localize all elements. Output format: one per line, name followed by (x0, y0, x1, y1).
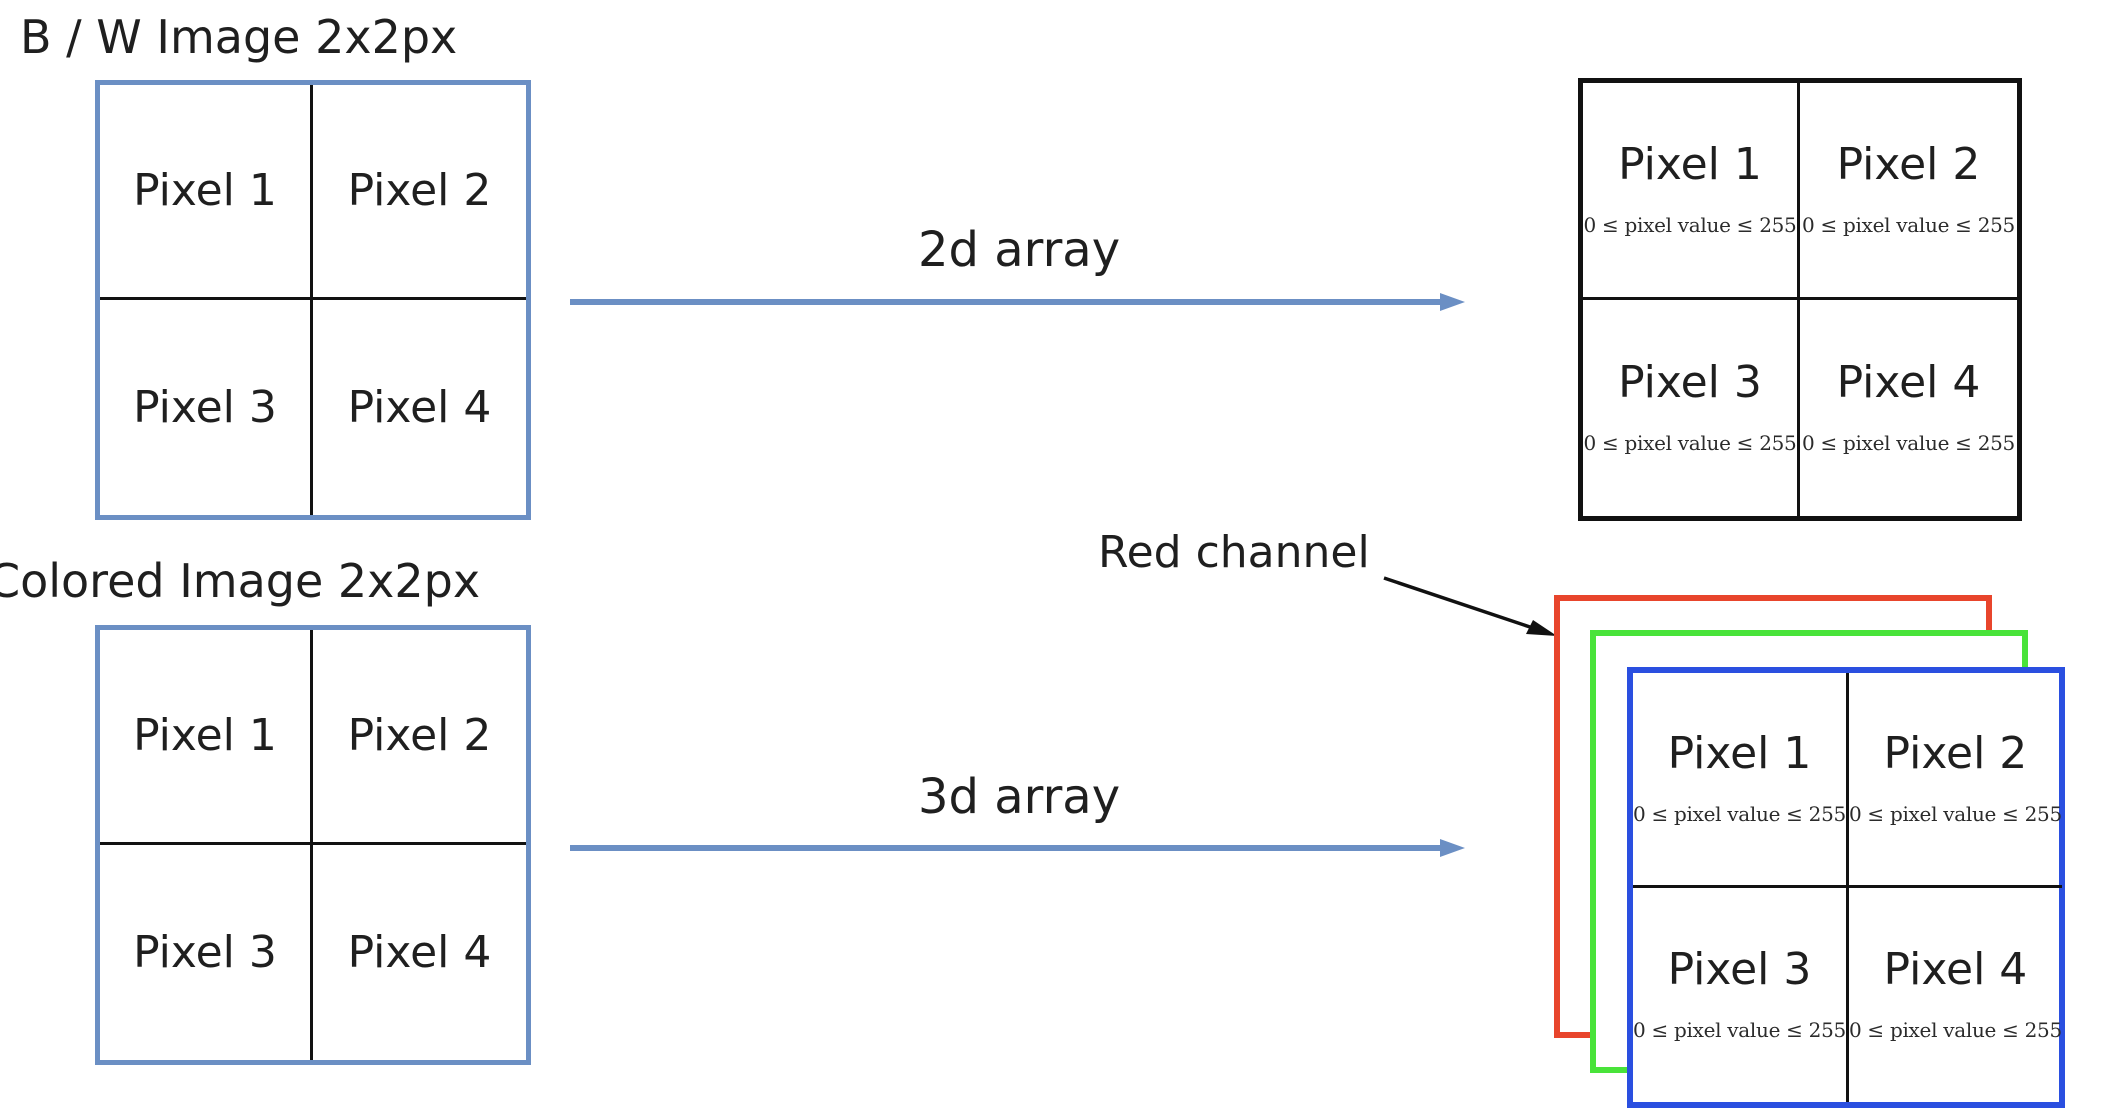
red-channel-callout-label: Red channel (1098, 527, 1370, 578)
pixel-label: Pixel 2 (347, 165, 492, 216)
3d-output-pixel-2: Pixel 2 0 ≤ pixel value ≤ 255 (1848, 673, 2062, 888)
3d-output-pixel-1: Pixel 1 0 ≤ pixel value ≤ 255 (1633, 673, 1849, 888)
pixel-value-range: 0 ≤ pixel value ≤ 255 (1802, 212, 2015, 237)
pixel-label: Pixel 3 (1667, 943, 1812, 995)
pixel-label: Pixel 4 (347, 926, 492, 978)
pixel-label: Pixel 3 (133, 926, 277, 978)
colored-input-pixel-4: Pixel 4 (313, 845, 526, 1060)
colored-input-grid: Pixel 1 Pixel 2 Pixel 3 Pixel 4 (95, 625, 531, 1065)
pixel-value-range: 0 ≤ pixel value ≤ 255 (1848, 801, 2062, 826)
2d-output-pixel-2: Pixel 2 0 ≤ pixel value ≤ 255 (1800, 83, 2017, 300)
2d-output-pixel-1: Pixel 1 0 ≤ pixel value ≤ 255 (1583, 83, 1800, 300)
2d-output-pixel-4: Pixel 4 0 ≤ pixel value ≤ 255 (1800, 300, 2017, 517)
pixel-value-range: 0 ≤ pixel value ≤ 255 (1583, 430, 1797, 455)
2d-array-arrow (570, 293, 1465, 311)
2d-array-label: 2d array (918, 222, 1121, 278)
3d-output-pixel-3: Pixel 3 0 ≤ pixel value ≤ 255 (1633, 887, 1849, 1102)
bw-input-pixel-1: Pixel 1 (100, 85, 313, 300)
pixel-label: Pixel 1 (133, 710, 277, 761)
pixel-label: Pixel 2 (1883, 727, 2028, 779)
pixel-label: Pixel 3 (133, 381, 277, 433)
pixel-label: Pixel 2 (347, 710, 492, 761)
bw-input-pixel-2: Pixel 2 (313, 85, 526, 300)
red-channel-callout-arrow (1383, 576, 1557, 636)
2d-output-pixel-3: Pixel 3 0 ≤ pixel value ≤ 255 (1583, 299, 1800, 516)
blue-channel-plate: Pixel 1 0 ≤ pixel value ≤ 255 Pixel 2 0 … (1627, 667, 2065, 1108)
pixel-value-range: 0 ≤ pixel value ≤ 255 (1583, 212, 1797, 237)
3d-output-pixel-4: Pixel 4 0 ≤ pixel value ≤ 255 (1849, 888, 2062, 1103)
pixel-value-range: 0 ≤ pixel value ≤ 255 (1802, 430, 2015, 455)
3d-array-arrow (570, 839, 1465, 857)
colored-image-title: Colored Image 2x2px (0, 554, 481, 608)
pixel-label: Pixel 4 (1883, 943, 2028, 995)
pixel-label: Pixel 4 (1836, 356, 1981, 408)
pixel-label: Pixel 2 (1836, 138, 1981, 190)
bw-input-pixel-4: Pixel 4 (313, 300, 526, 515)
colored-input-pixel-3: Pixel 3 (100, 845, 313, 1060)
3d-array-label: 3d array (918, 769, 1121, 825)
pixel-label: Pixel 1 (133, 165, 277, 216)
pixel-value-range: 0 ≤ pixel value ≤ 255 (1633, 801, 1846, 826)
pixel-value-range: 0 ≤ pixel value ≤ 255 (1848, 1017, 2062, 1042)
pixel-label: Pixel 1 (1618, 138, 1762, 190)
colored-input-pixel-2: Pixel 2 (313, 630, 526, 845)
2d-array-output-grid: Pixel 1 0 ≤ pixel value ≤ 255 Pixel 2 0 … (1578, 78, 2022, 521)
pixel-label: Pixel 1 (1667, 727, 1812, 779)
bw-input-grid: Pixel 1 Pixel 2 Pixel 3 Pixel 4 (95, 80, 531, 520)
pixel-label: Pixel 4 (347, 381, 492, 433)
colored-input-pixel-1: Pixel 1 (100, 630, 313, 845)
pixel-label: Pixel 3 (1618, 356, 1762, 408)
bw-image-title: B / W Image 2x2px (20, 10, 458, 64)
pixel-value-range: 0 ≤ pixel value ≤ 255 (1633, 1017, 1846, 1042)
bw-input-pixel-3: Pixel 3 (100, 300, 313, 515)
